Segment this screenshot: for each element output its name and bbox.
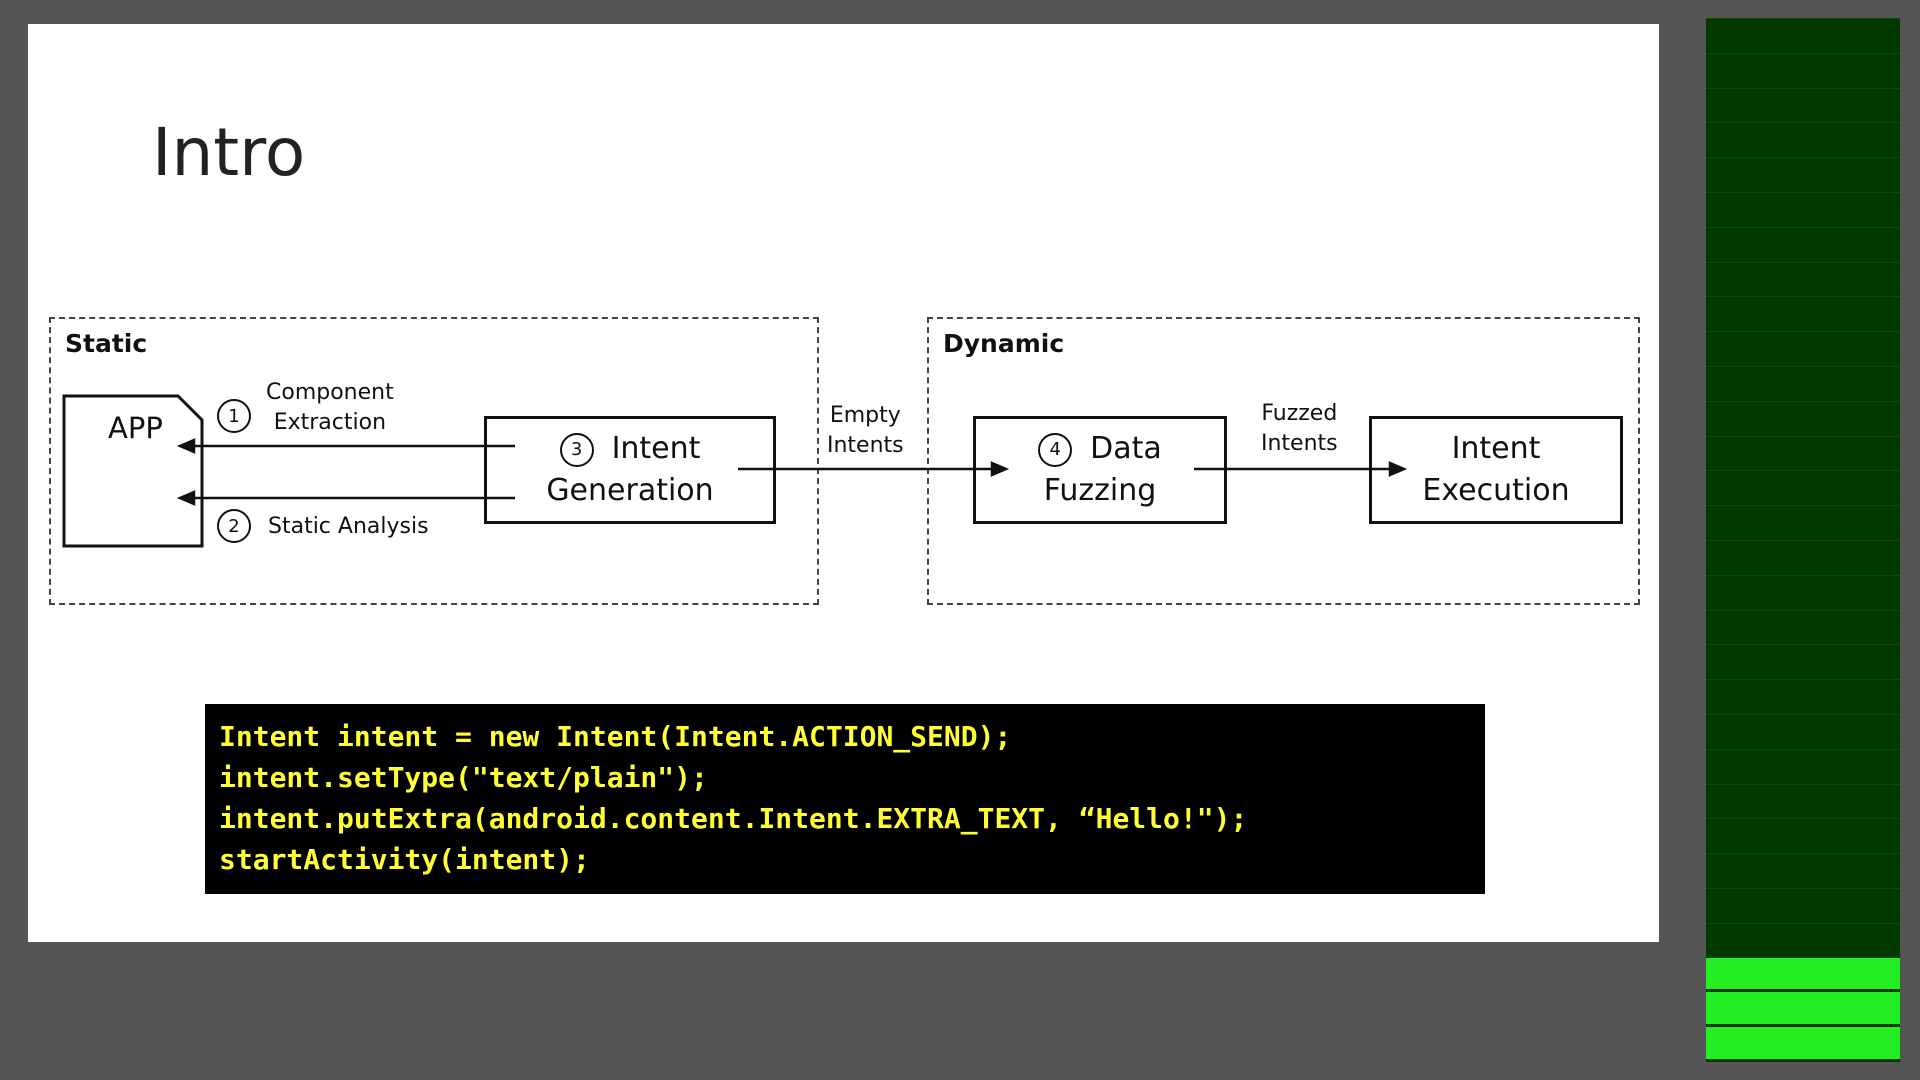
code-line-3: intent.putExtra(android.content.Intent.E… xyxy=(219,802,1248,835)
meter-segment xyxy=(1706,574,1900,610)
meter-segment xyxy=(1706,888,1900,923)
meter-segment xyxy=(1706,644,1900,679)
intent-generation-line1-row: 3 Intent xyxy=(559,428,701,470)
component-extraction-line1: Component xyxy=(266,380,394,405)
code-line-1: Intent intent = new Intent(Intent.ACTION… xyxy=(219,720,1012,753)
component-extraction-label: Component Extraction xyxy=(266,378,394,437)
meter-segment xyxy=(1706,853,1900,888)
static-group-label: Static xyxy=(65,329,148,358)
app-label: APP xyxy=(108,411,163,445)
fuzzed-intents-line1: Fuzzed xyxy=(1261,401,1338,426)
meter-segment xyxy=(1706,87,1900,123)
code-line-4: startActivity(intent); xyxy=(219,843,590,876)
static-analysis-label: Static Analysis xyxy=(268,514,429,539)
data-fuzzing-line1: Data xyxy=(1090,431,1162,466)
fuzzed-intents-line2: Intents xyxy=(1261,430,1338,456)
meter-segment xyxy=(1706,435,1900,471)
meter-segment xyxy=(1706,192,1900,227)
meter-segment xyxy=(1706,783,1900,819)
meter-segment xyxy=(1706,261,1900,297)
code-line-2: intent.setType("text/plain"); xyxy=(219,761,708,794)
meter-segment xyxy=(1706,18,1900,53)
empty-intents-label: Empty Intents xyxy=(827,401,904,460)
meter-segment-lit xyxy=(1706,992,1900,1025)
intent-generation-line1: Intent xyxy=(611,431,701,466)
meter-segment xyxy=(1706,748,1900,784)
meter-segment xyxy=(1706,714,1900,749)
app-document-icon xyxy=(62,394,204,548)
component-extraction-line2: Extraction xyxy=(273,409,387,435)
meter-segment xyxy=(1706,505,1900,540)
meter-segment xyxy=(1706,400,1900,436)
intent-execution-line2: Execution xyxy=(1422,473,1570,508)
slide: Intro Static Dynamic APP 1 Component Ext… xyxy=(28,24,1659,942)
meter-segment xyxy=(1706,52,1900,88)
meter-segment xyxy=(1706,540,1900,575)
code-block: Intent intent = new Intent(Intent.ACTION… xyxy=(205,704,1485,894)
meter-segment-lit xyxy=(1706,1027,1900,1059)
meter-segment xyxy=(1706,331,1900,366)
meter-segment xyxy=(1706,157,1900,192)
slide-title: Intro xyxy=(152,114,306,191)
meter-segment xyxy=(1706,609,1900,645)
meter-segment xyxy=(1706,470,1900,505)
meter-segment-lit xyxy=(1706,957,1900,990)
step-4-badge: 4 xyxy=(1038,432,1073,467)
step-1-badge: 1 xyxy=(217,399,251,433)
dynamic-group-label: Dynamic xyxy=(943,329,1065,358)
meter-segment xyxy=(1706,122,1900,157)
meter-segment xyxy=(1706,818,1900,853)
empty-intents-line1: Empty xyxy=(829,403,901,428)
fuzzed-intents-label: Fuzzed Intents xyxy=(1261,399,1338,458)
data-fuzzing-line1-row: 4 Data xyxy=(1038,428,1162,470)
meter-segment xyxy=(1706,296,1900,331)
intent-execution-box: Intent Execution xyxy=(1369,416,1623,524)
meter-segment xyxy=(1706,679,1900,714)
meter-segment xyxy=(1706,366,1900,401)
step-3-badge: 3 xyxy=(559,432,594,467)
dynamic-group: Dynamic xyxy=(927,317,1640,605)
static-group: Static xyxy=(49,317,819,605)
data-fuzzing-line2: Fuzzing xyxy=(1043,473,1157,508)
data-fuzzing-box: 4 Data Fuzzing xyxy=(973,416,1227,524)
intent-execution-line1: Intent xyxy=(1451,431,1541,466)
empty-intents-line2: Intents xyxy=(827,432,904,458)
meter-segment xyxy=(1706,922,1900,958)
intent-generation-box: 3 Intent Generation xyxy=(484,416,776,524)
audio-level-meter xyxy=(1706,18,1900,1062)
step-2-badge: 2 xyxy=(217,509,251,543)
intent-generation-line2: Generation xyxy=(546,473,714,508)
meter-segment xyxy=(1706,226,1900,262)
